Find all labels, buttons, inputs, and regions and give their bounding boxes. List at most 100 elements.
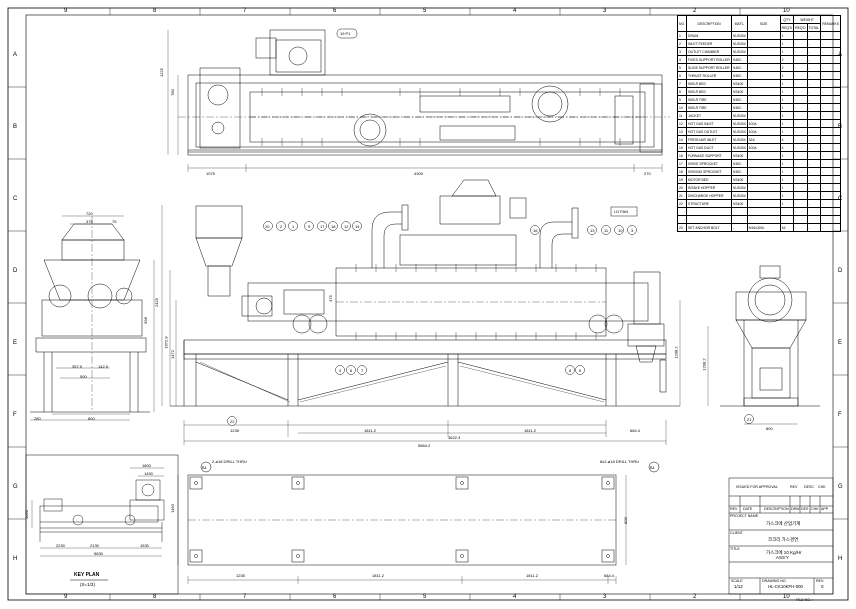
bom-cell-weight-unit bbox=[793, 151, 808, 160]
bom-cell-qty: 1 bbox=[779, 191, 795, 200]
bom-cell-weight-total: - bbox=[806, 87, 822, 96]
bom-cell-weight-unit bbox=[793, 31, 808, 40]
bom-cell-qty: 1 bbox=[779, 39, 795, 48]
bom-cell-weight-unit bbox=[793, 191, 808, 200]
bom-cell-qty: 16 bbox=[779, 223, 795, 232]
bom-cell-no: 19 bbox=[676, 175, 688, 184]
zone-top-2: 2 bbox=[693, 8, 697, 14]
bom-cell-size bbox=[746, 207, 781, 216]
tb-rev-label: REV. bbox=[816, 579, 825, 583]
zone-bottom-4: 4 bbox=[513, 594, 517, 600]
zone-top-3: 3 bbox=[603, 8, 607, 14]
bom-cell-no: 10 bbox=[676, 103, 688, 112]
left-dim-375: 375 bbox=[86, 219, 93, 224]
bom-cell-remarks: - bbox=[820, 87, 841, 96]
bom-cell-weight-unit bbox=[793, 111, 808, 120]
bom-cell-weight-total: - bbox=[806, 183, 822, 192]
bom-cell-no: 6 bbox=[676, 71, 688, 80]
left-dim-357: 357.5 bbox=[72, 364, 83, 369]
bom-cell-weight-unit bbox=[793, 87, 808, 96]
tb-scale: 1/12 bbox=[734, 584, 743, 589]
bom-cell-size bbox=[746, 71, 781, 80]
anchor-drill-left: 2-ø18 DRILL THRU bbox=[212, 459, 247, 464]
bill-of-materials: NO. DESCRIPTION MAT'L SIZE QTY WEIGHT RE… bbox=[676, 15, 841, 232]
plan-dim-4300: 4300 bbox=[414, 171, 423, 176]
bom-header-remarks: REMARKS bbox=[820, 15, 841, 32]
left-dim-720: 720 bbox=[86, 211, 93, 216]
bom-cell-size bbox=[746, 175, 781, 184]
keyplan-frame bbox=[25, 454, 179, 595]
tb-stamp-issued: ISSUED FOR APPROVAL bbox=[736, 485, 778, 489]
bom-cell-weight-total: - bbox=[806, 127, 822, 136]
bom-cell-remarks: - bbox=[820, 119, 841, 128]
tb-stamp-chk: CHK bbox=[818, 485, 826, 489]
bom-cell-no: 21 bbox=[676, 191, 688, 200]
bom-cell-qty: 1 bbox=[779, 175, 795, 184]
zone-right-e: E bbox=[838, 340, 843, 346]
bom-subheader-unit: REQ'D bbox=[793, 23, 808, 32]
bom-cell-remarks: - bbox=[820, 55, 841, 64]
zone-left-f: F bbox=[13, 412, 17, 418]
callout-9: 9 bbox=[308, 224, 311, 229]
bom-cell-size bbox=[746, 47, 781, 56]
bom-cell-remarks: - bbox=[820, 135, 841, 144]
zone-ticks bbox=[8, 8, 848, 600]
zone-bottom-7: 7 bbox=[243, 594, 247, 600]
bom-cell-weight-unit bbox=[793, 127, 808, 136]
bom-cell-description: INTAKE HOPPER bbox=[686, 183, 733, 192]
bom-cell-material: SS400 bbox=[731, 151, 748, 160]
zone-top-9: 9 bbox=[64, 8, 68, 14]
bom-cell-weight-unit bbox=[793, 135, 808, 144]
bom-cell-weight-unit bbox=[793, 39, 808, 48]
bom-cell-weight-unit bbox=[793, 199, 808, 208]
bom-cell-material: S45C bbox=[731, 103, 748, 112]
bom-cell-size bbox=[746, 215, 781, 224]
zone-top-6: 6 bbox=[333, 8, 337, 14]
bom-cell-qty: 1 bbox=[779, 87, 795, 96]
inner-border bbox=[25, 14, 834, 595]
bom-cell-no: 2 bbox=[676, 39, 688, 48]
keyplan-dim-1530: 1530 bbox=[140, 543, 149, 548]
tb-client: 코크리 가스경연 bbox=[768, 537, 799, 542]
left-dim-280: 280 bbox=[34, 416, 41, 421]
bom-cell-material: SUS304 bbox=[731, 127, 748, 136]
bom-cell-no: 22 bbox=[676, 199, 688, 208]
bom-cell-description: INSLR BED bbox=[686, 87, 733, 96]
zone-right-d: D bbox=[838, 268, 843, 274]
zone-bottom-6: 6 bbox=[333, 594, 337, 600]
bom-cell-remarks: - bbox=[820, 159, 841, 168]
elev-dim-1208: 1208.2 bbox=[673, 346, 679, 359]
zone-bottom-2: 2 bbox=[693, 594, 697, 600]
bom-cell-qty: 4 bbox=[779, 143, 795, 152]
anchor-dim-0: 1235 bbox=[236, 573, 245, 578]
bom-cell-size: 32A bbox=[746, 135, 781, 144]
bom-cell-weight-unit bbox=[793, 207, 808, 216]
bom-cell-remarks: - bbox=[820, 223, 841, 232]
bom-cell-remarks: - bbox=[820, 39, 841, 48]
bom-cell-weight-total: - bbox=[806, 119, 822, 128]
bom-cell-description: INLET FEEDER bbox=[686, 39, 733, 48]
bom-cell-material: SUS304 bbox=[731, 31, 748, 40]
bom-cell-description: SLIDE SUPPORT ROLLER bbox=[686, 63, 733, 72]
bom-cell-weight-unit bbox=[793, 119, 808, 128]
bom-cell-material: - bbox=[731, 223, 748, 232]
zone-left-c: C bbox=[13, 196, 18, 202]
tb-rev-desc: DESCRIPTION bbox=[764, 507, 789, 511]
bom-cell-weight-unit bbox=[793, 183, 808, 192]
bom-cell-remarks: - bbox=[820, 183, 841, 192]
bom-cell-weight-unit bbox=[793, 223, 808, 232]
bom-cell-material: SS400 bbox=[731, 175, 748, 184]
bom-cell-remarks: - bbox=[820, 71, 841, 80]
bom-cell-weight-unit bbox=[793, 55, 808, 64]
tb-rev-value: 0 bbox=[821, 584, 824, 589]
anchor-plan bbox=[187, 461, 660, 566]
front-elevation bbox=[170, 179, 680, 407]
callout-12: 12 bbox=[344, 224, 349, 229]
